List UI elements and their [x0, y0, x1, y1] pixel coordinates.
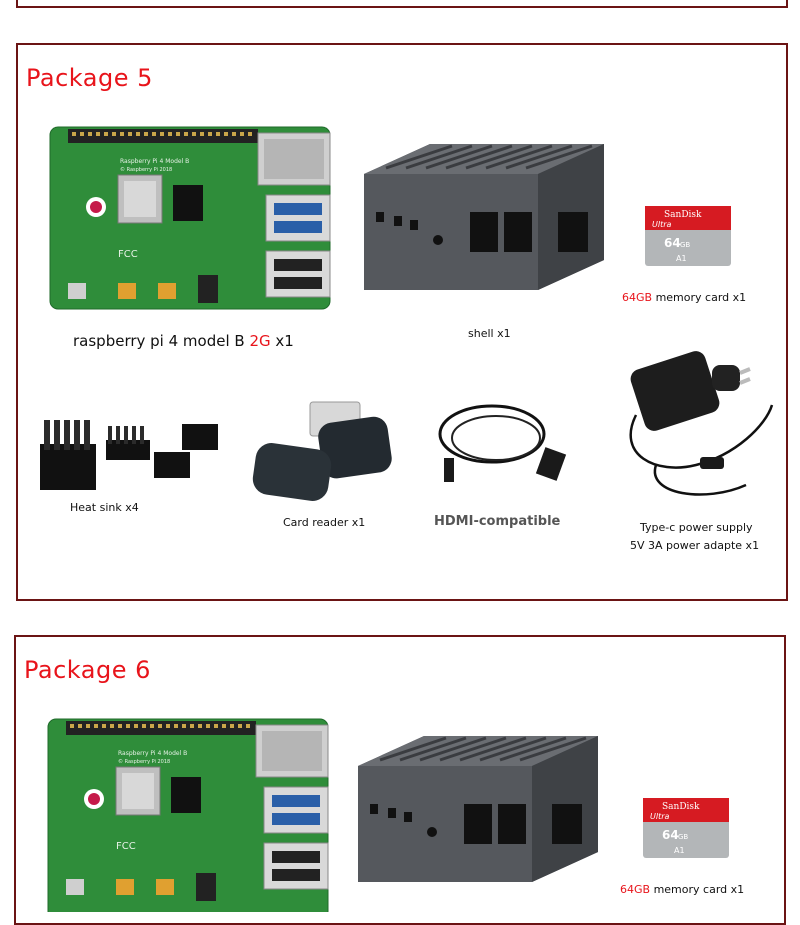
package-6-title: Package 6 — [24, 656, 151, 684]
shell-caption: shell x1 — [468, 327, 511, 340]
memory-card-text: memory card x1 — [652, 291, 747, 304]
sdcard-unit: GB — [680, 241, 690, 249]
memory-card-caption-2: 64GB memory card x1 — [620, 883, 744, 896]
hdmi-cable-image — [438, 404, 567, 482]
board-caption-ram: 2G — [249, 332, 271, 350]
sdcard-capacity-2: 64 — [662, 828, 679, 842]
sd-card-image: SanDisk Ultra 64 GB A1 — [645, 206, 731, 266]
sdcard-class-2: A1 — [674, 846, 685, 855]
sdcard-line: Ultra — [652, 220, 672, 229]
raspberry-pi-board-image: Raspberry Pi 4 Model B © Raspberry Pi 20… — [49, 126, 331, 310]
memory-card-size: 64GB — [622, 291, 653, 304]
sdcard-class: A1 — [676, 254, 687, 263]
board-fcc-text: FCC — [118, 249, 138, 260]
sdcard-brand: SanDisk — [664, 210, 702, 220]
card-reader-image — [252, 401, 392, 501]
memory-card-caption: 64GB memory card x1 — [622, 291, 746, 304]
board-caption-text: raspberry pi 4 model B — [73, 332, 250, 350]
board-model-text-2: Raspberry Pi 4 Model B — [118, 750, 187, 757]
heat-sink-caption: Heat sink x4 — [70, 501, 139, 514]
memory-card-text-2: memory card x1 — [650, 883, 745, 896]
board-copyright-text-2: © Raspberry Pi 2018 — [118, 758, 170, 765]
sdcard-unit-2: GB — [678, 833, 688, 841]
sdcard-line-2: Ultra — [650, 812, 670, 821]
sdcard-brand-2: SanDisk — [662, 802, 700, 812]
board-copyright-text: © Raspberry Pi 2018 — [120, 166, 172, 173]
power-adapter-image — [629, 351, 774, 496]
card-reader-caption: Card reader x1 — [283, 516, 366, 529]
memory-card-size-2: 64GB — [620, 883, 651, 896]
previous-package-box — [16, 0, 788, 8]
sdcard-capacity: 64 — [664, 236, 681, 250]
power-supply-caption-line1: Type-c power supply — [640, 521, 753, 534]
hdmi-caption: HDMI-compatible — [434, 514, 561, 529]
board-fcc-text-2: FCC — [116, 841, 136, 852]
sd-card-image-2: SanDisk Ultra 64 GB A1 — [643, 798, 729, 858]
heat-sink-image — [40, 420, 218, 490]
power-supply-caption-line2: 5V 3A power adapte x1 — [630, 539, 760, 552]
board-caption-qty: x1 — [270, 332, 294, 350]
board-model-text: Raspberry Pi 4 Model B — [120, 158, 189, 165]
board-caption: raspberry pi 4 model B 2G x1 — [73, 332, 294, 350]
package-5-title: Package 5 — [26, 64, 153, 92]
aluminum-case-image — [364, 144, 604, 290]
aluminum-case-image-2 — [358, 736, 598, 882]
raspberry-pi-board-image-2: Raspberry Pi 4 Model B © Raspberry Pi 20… — [47, 718, 329, 912]
